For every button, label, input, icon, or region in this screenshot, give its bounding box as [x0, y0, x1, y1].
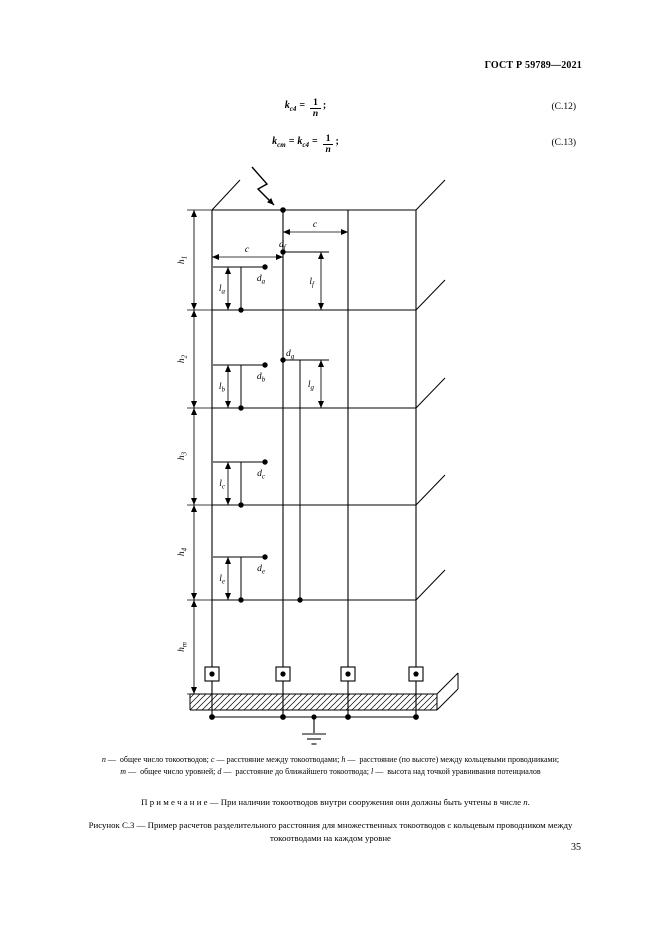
label-l-f: lf: [309, 277, 315, 289]
formula-number-c12: (С.12): [551, 102, 576, 112]
label-l-b: lb: [219, 382, 226, 394]
lightning-strike-arrow: [251, 166, 286, 213]
figure-note: П р и м е ч а н и е — При наличии токоот…: [141, 797, 530, 807]
legend-item: h — расстояние (по высоте) между кольцев…: [341, 755, 560, 764]
label-h4: h4: [177, 547, 189, 556]
label-h1: h1: [177, 256, 189, 264]
bond-point-dots: [209, 249, 419, 720]
label-l-e: le: [219, 574, 225, 586]
label-hm: hm: [177, 642, 189, 652]
label-h3: h3: [177, 451, 189, 460]
label-d-e: de: [257, 564, 265, 576]
earth-termination: [212, 716, 416, 745]
label-d-f: df: [279, 240, 287, 252]
figure-legend: n — общее число токоотводов; c — расстоя…: [36, 754, 625, 779]
ring-conductors: [212, 209, 416, 601]
legend-item: c — расстояние между токоотводами;: [210, 755, 342, 764]
legend-item: d — расстояние до ближайшего токоотвода;: [217, 767, 372, 777]
test-joints: [204, 666, 424, 682]
legend-item: m — общее число уровней;: [120, 767, 218, 777]
ground-strip: [189, 672, 459, 711]
label-d-a: da: [257, 274, 266, 286]
internal-installations: [213, 251, 329, 600]
document-header: ГОСТ Р 59789—2021: [484, 60, 582, 71]
label-d-g: dg: [286, 349, 295, 361]
perspective-edges: [211, 179, 446, 601]
down-conductors: [211, 210, 417, 717]
legend-item: l — высота над точкой уравнивания потенц…: [371, 767, 541, 777]
label-l-g: lg: [308, 380, 315, 392]
label-d-c: dc: [257, 469, 266, 481]
formula-number-c13: (С.13): [551, 138, 576, 148]
page-number: 35: [571, 842, 581, 853]
legend-item: n — общее число токоотводов;: [101, 755, 211, 764]
figure-caption: Рисунок С.3 — Пример расчетов разделител…: [88, 820, 573, 844]
diagram-labels: c c h1 h2 h3 h4 hm la lb lc le lf lg da …: [177, 220, 318, 652]
label-l-c: lc: [219, 479, 226, 491]
label-c-right: c: [313, 220, 318, 230]
label-d-b: db: [257, 372, 266, 384]
label-c-left: c: [245, 245, 250, 255]
label-h2: h2: [177, 354, 189, 363]
figure-c3-diagram: c c h1 h2 h3 h4 hm la lb lc le lf lg da …: [177, 166, 459, 745]
dimension-lines: [187, 209, 348, 695]
label-l-a: la: [219, 284, 226, 296]
